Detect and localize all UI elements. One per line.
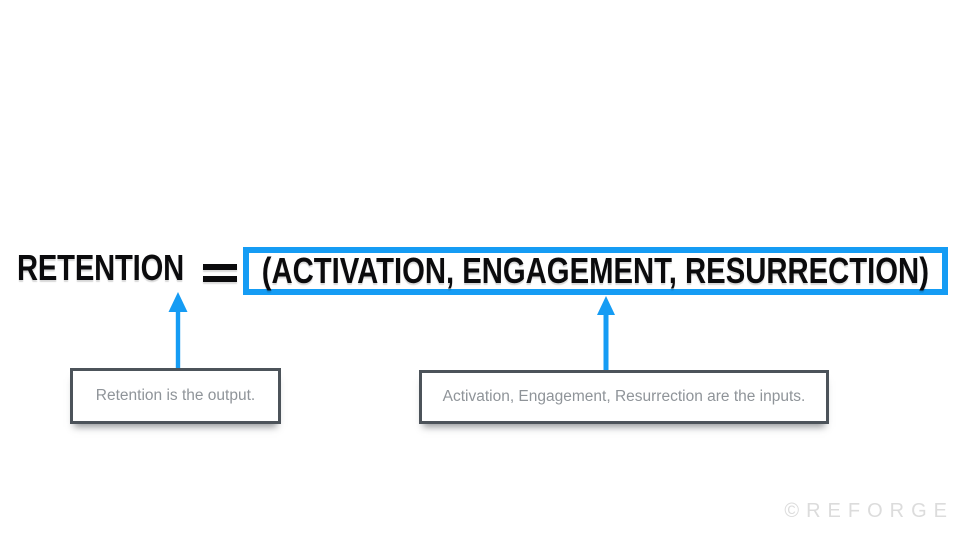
formula-inputs-box: (ACTIVATION, ENGAGEMENT, RESURRECTION) xyxy=(243,247,948,295)
output-arrow-up-icon xyxy=(167,291,189,368)
formula-output-label: RETENTION xyxy=(17,247,185,288)
inputs-callout-box: Activation, Engagement, Resurrection are… xyxy=(419,370,829,424)
output-callout-text: Retention is the output. xyxy=(95,386,256,404)
equals-bar-top xyxy=(203,264,237,270)
equals-bar-bottom xyxy=(203,276,237,282)
inputs-callout-text: Activation, Engagement, Resurrection are… xyxy=(442,387,806,405)
equals-sign: = xyxy=(203,264,237,282)
inputs-arrow-up-icon xyxy=(595,296,617,371)
reforge-watermark: ©REFORGE xyxy=(784,500,954,522)
output-callout-box: Retention is the output. xyxy=(70,368,281,424)
formula-inputs-label: (ACTIVATION, ENGAGEMENT, RESURRECTION) xyxy=(261,250,930,291)
